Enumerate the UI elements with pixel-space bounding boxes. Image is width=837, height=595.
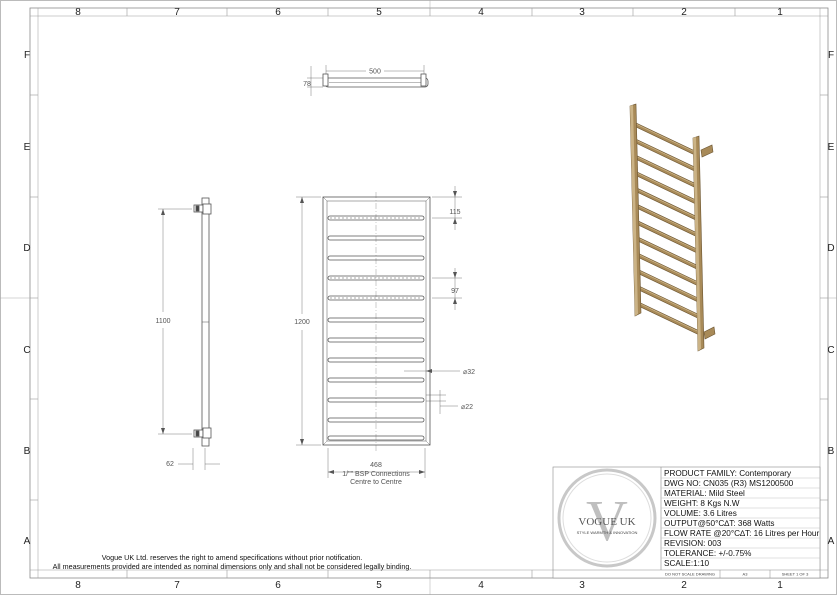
iso-rail-highlight [635, 171, 699, 203]
zone-labels-top: 8 7 6 5 4 3 2 1 [75, 7, 783, 18]
iso-rail-highlight [637, 286, 702, 317]
vogue-logo: V VOGUE UK STYLE WARMTH & INNOVATION [557, 468, 657, 568]
tb-footer-mid: A3 [743, 572, 749, 577]
iso-valve-bottom [703, 326, 716, 340]
tb-flow-rate: FLOW RATE @20°C∆T: 16 Litres per Hour [664, 529, 819, 538]
tb-scale: SCALE:1:10 [664, 559, 710, 568]
logo-name: VOGUE UK [578, 516, 635, 528]
zone-col-7-top: 7 [174, 7, 180, 18]
zone-row-a-left: A [24, 536, 31, 547]
zone-col-4-top: 4 [478, 7, 484, 18]
iso-rail-highlight [634, 139, 698, 170]
zone-row-f-right: F [828, 50, 834, 61]
zone-labels-bottom: 8 7 6 5 4 3 2 1 [75, 580, 783, 591]
zone-row-c-left: C [23, 345, 30, 356]
dim-bsp-line2: Centre to Centre [350, 479, 402, 486]
tb-product-family: PRODUCT FAMILY: Contemporary [664, 469, 792, 478]
tb-volume: VOLUME: 3.6 Litres [664, 509, 737, 518]
dim-bsp-line1: 1/"" BSP Connections [342, 471, 410, 478]
dim-side-height: 1100 [155, 318, 170, 325]
zone-col-6-bottom: 6 [275, 580, 281, 591]
iso-rail-highlight [633, 122, 698, 154]
zone-row-d-left: D [23, 243, 30, 254]
top-view-valve-right [420, 73, 427, 87]
top-view [307, 65, 429, 96]
zone-row-b-left: B [24, 446, 31, 457]
dim-front-height: 1200 [294, 319, 310, 326]
disclaimer-line-1: Vogue UK Ltd. reserves the right to amen… [102, 553, 363, 562]
dim-centres: 468 [370, 462, 382, 469]
tb-output: OUTPUT@50°C∆T: 368 Watts [664, 519, 774, 528]
zone-col-4-bottom: 4 [478, 580, 484, 591]
title-block-fields: PRODUCT FAMILY: Contemporary DWG NO: CN0… [664, 469, 819, 577]
tb-footer-left: DO NOT SCALE DRAWING [665, 572, 715, 577]
zone-col-1-top: 1 [777, 7, 783, 18]
zone-col-1-bottom: 1 [777, 580, 783, 591]
top-view-valve-left [322, 73, 329, 87]
zone-col-5-top: 5 [376, 7, 382, 18]
tb-footer-right: SHEET 1 OF 3 [782, 572, 809, 577]
zone-labels-right: F E D C B A [827, 50, 834, 547]
dim-tube-small: ⌀22 [461, 404, 473, 411]
tb-material: MATERIAL: Mild Steel [664, 489, 745, 498]
dim-spacing-mid: 97 [451, 288, 459, 295]
iso-rail-highlight [635, 188, 699, 219]
zone-col-3-top: 3 [579, 7, 585, 18]
zone-col-8-bottom: 8 [75, 580, 81, 591]
disclaimer-line-2: All measurements provided are intended a… [53, 562, 412, 571]
isometric-view [629, 103, 716, 352]
iso-rail-highlight [634, 155, 698, 187]
iso-rail-highlight [637, 253, 701, 285]
iso-rail-highlight [638, 302, 702, 334]
iso-rail-highlight [636, 220, 700, 252]
zone-labels-left: F E D C B A [23, 50, 30, 547]
iso-rail-highlight [636, 237, 701, 268]
front-view-outer-frame [322, 196, 431, 446]
zone-col-8-top: 8 [75, 7, 81, 18]
iso-rails [633, 121, 702, 337]
zone-row-d-right: D [827, 243, 834, 254]
zone-col-2-bottom: 2 [681, 580, 687, 591]
iso-rail-highlight [637, 269, 701, 301]
iso-valve-top [700, 144, 714, 158]
iso-rail-highlight [635, 204, 700, 236]
zone-col-3-bottom: 3 [579, 580, 585, 591]
dim-spacing-top: 115 [449, 209, 460, 216]
zone-row-e-left: E [24, 142, 31, 153]
dim-top-depth: 78 [303, 81, 311, 88]
zone-row-c-right: C [827, 345, 834, 356]
dim-side-depth: 62 [166, 461, 174, 468]
zone-row-b-right: B [828, 446, 835, 457]
tb-weight: WEIGHT: 8 Kgs N.W [664, 499, 740, 508]
tb-tolerance: TOLERANCE: +/-0.75% [664, 549, 751, 558]
dim-tube-large: ⌀32 [463, 369, 475, 376]
zone-row-f-left: F [24, 50, 30, 61]
tb-dwg-no: DWG NO: CN035 (R3) MS1200500 [664, 479, 794, 488]
zone-col-6-top: 6 [275, 7, 281, 18]
logo-letter: V [586, 488, 628, 553]
zone-row-a-right: A [828, 536, 835, 547]
zone-col-7-bottom: 7 [174, 580, 180, 591]
logo-tagline: STYLE WARMTH & INNOVATION [577, 530, 638, 535]
zone-col-2-top: 2 [681, 7, 687, 18]
zone-row-e-right: E [828, 142, 835, 153]
dim-top-width: 500 [369, 69, 381, 76]
zone-dividers [30, 8, 828, 578]
zone-col-5-bottom: 5 [376, 580, 382, 591]
front-view [296, 186, 462, 478]
side-view [158, 197, 220, 470]
front-view-arrows [161, 191, 457, 474]
tb-revision: REVISION: 003 [664, 539, 722, 548]
